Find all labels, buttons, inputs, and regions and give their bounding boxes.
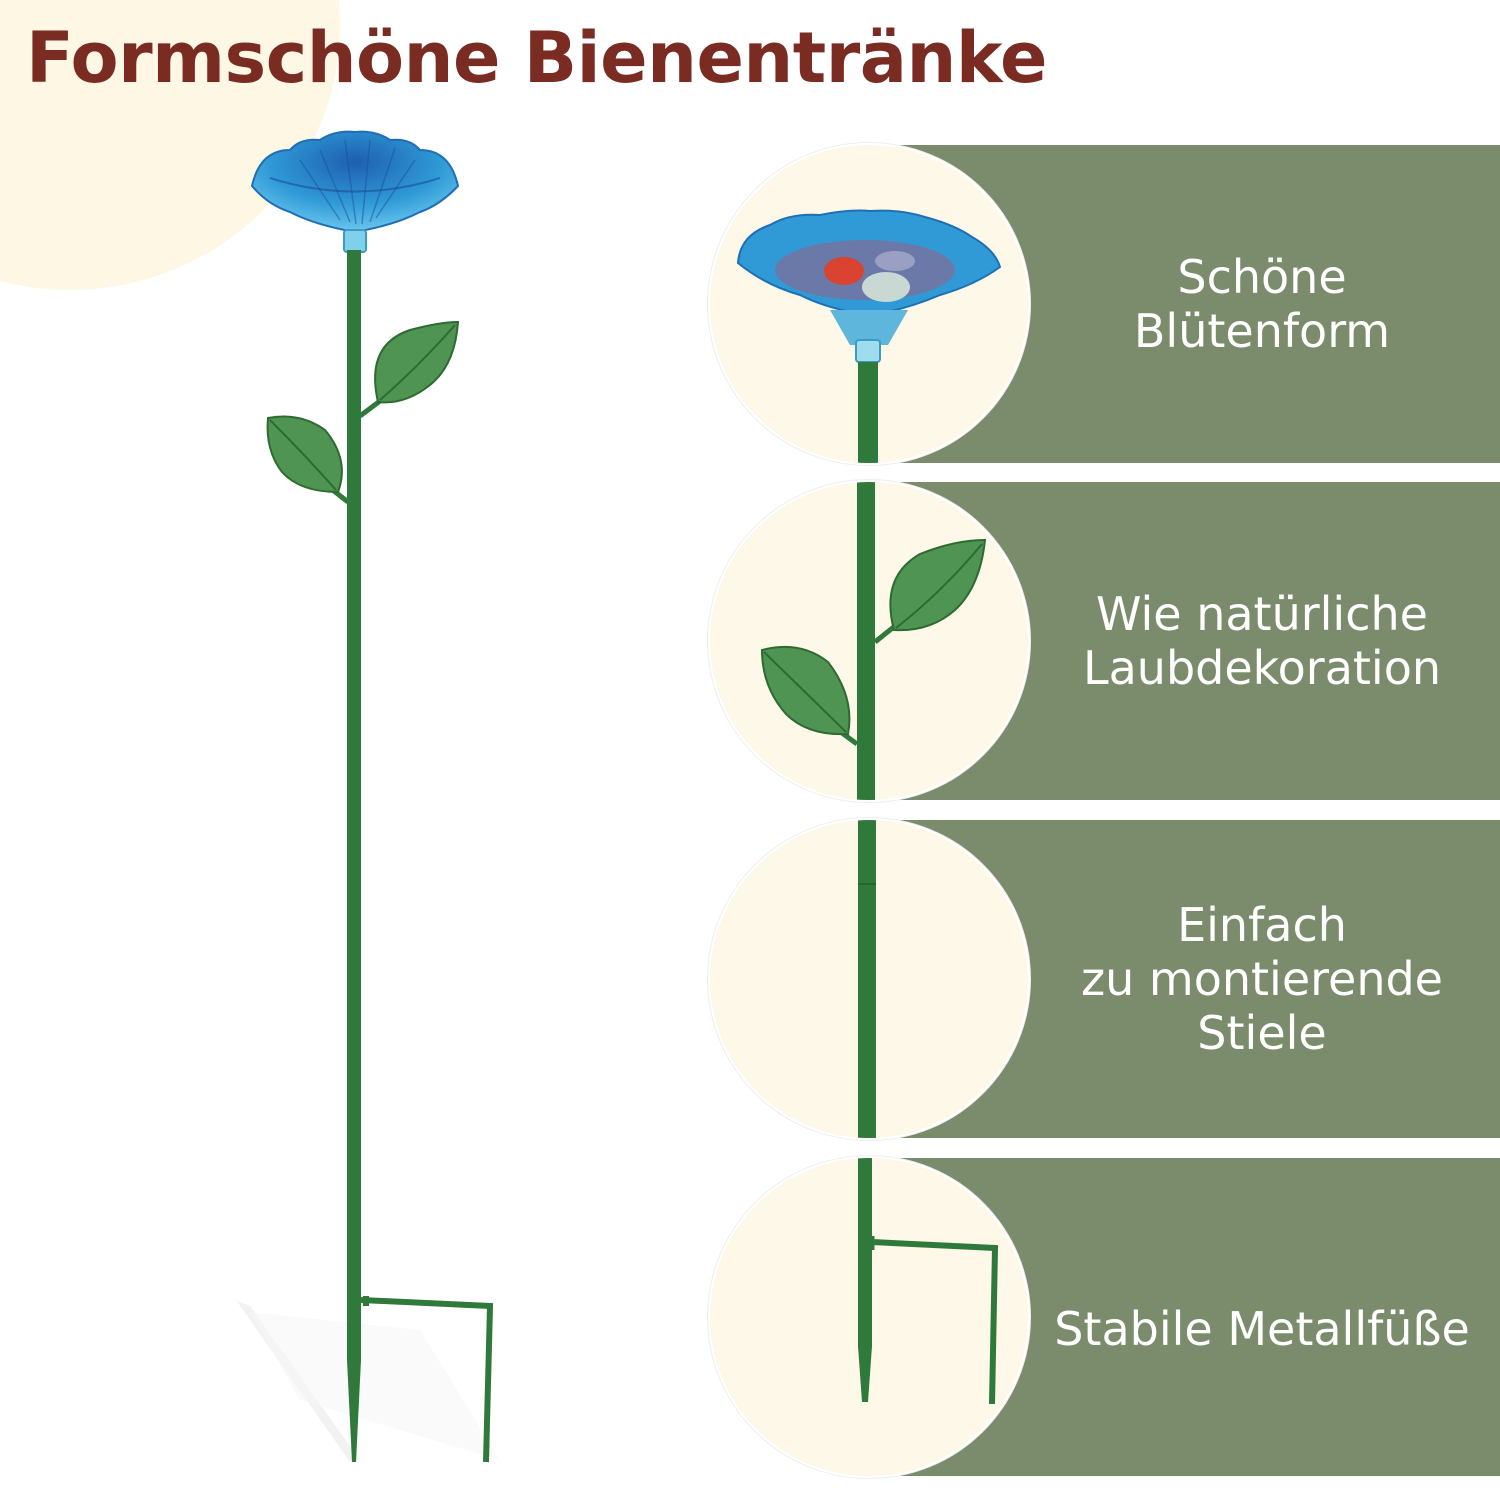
feature-label-2: Wie natürliche Laubdekoration: [1082, 587, 1442, 695]
stem-icon: [318, 250, 390, 1462]
flower-dish-icon: [250, 130, 460, 253]
flower-dish-icon: [736, 209, 1002, 463]
metal-feet-icon: [360, 1296, 494, 1463]
metal-feet-icon: [858, 1158, 999, 1405]
detail-circle-leaves: [708, 480, 1030, 802]
detail-circle-stem: [708, 818, 1030, 1140]
ground-shadow: [236, 1300, 500, 1462]
feature-label-1: Schöne Blütenform: [1133, 250, 1391, 358]
detail-circle-feet: [708, 1156, 1030, 1478]
feature-label-3: Einfach zu montierende Stiele: [1080, 898, 1443, 1060]
detail-circle-flower: [708, 143, 1030, 465]
leaves-icon: [760, 482, 987, 800]
stem-icon: [858, 820, 876, 1138]
feature-label-4: Stabile Metallfüße: [1054, 1302, 1470, 1356]
page-title: Formschöne Bienentränke: [26, 17, 1047, 99]
leaves-icon: [266, 320, 460, 494]
